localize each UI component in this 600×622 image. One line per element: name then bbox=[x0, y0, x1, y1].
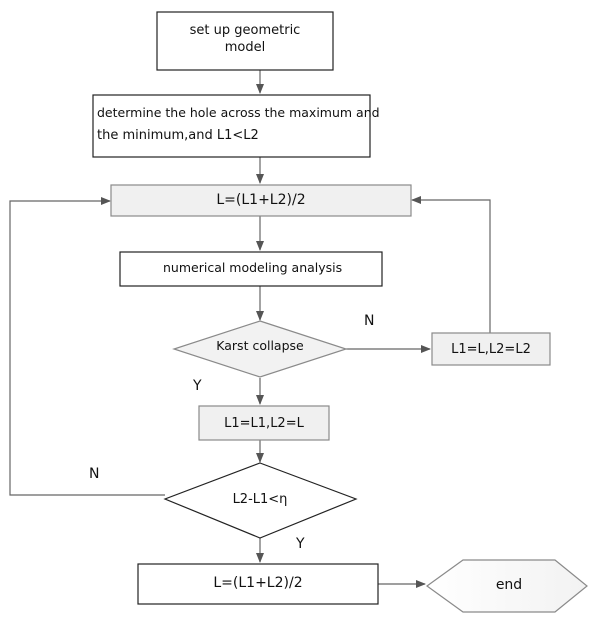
karst-decision bbox=[172, 320, 348, 378]
determine-box bbox=[92, 94, 371, 158]
setup-label-line1: set up geometric bbox=[189, 23, 301, 38]
mid1-box bbox=[110, 184, 412, 217]
setup-label-line2: model bbox=[224, 40, 266, 55]
end-terminator bbox=[425, 559, 588, 613]
mid2-box bbox=[137, 563, 379, 605]
update-yes-box bbox=[198, 405, 330, 441]
determine-label-line1: determine the hole across the maximum an… bbox=[97, 105, 380, 120]
mid1-label: L=(L1+L2)/2 bbox=[216, 192, 306, 208]
converge-no-label: N bbox=[89, 466, 100, 482]
karst-label: Karst collapse bbox=[216, 338, 304, 353]
setup-label: set up geometric model bbox=[157, 22, 333, 56]
determine-label-line2: the minimum,and L1<L2 bbox=[97, 128, 259, 143]
analysis-box bbox=[119, 251, 383, 287]
karst-yes-label: Y bbox=[193, 378, 202, 394]
converge-label: L2-L1<η bbox=[232, 492, 288, 507]
determine-label: determine the hole across the maximum an… bbox=[97, 104, 380, 144]
update-no-box bbox=[431, 332, 551, 366]
analysis-label: numerical modeling analysis bbox=[163, 260, 343, 275]
karst-no-label: N bbox=[364, 313, 375, 329]
end-label: end bbox=[495, 577, 523, 593]
update-yes-label: L1=L1,L2=L bbox=[224, 416, 304, 431]
converge-decision bbox=[163, 462, 358, 539]
converge-yes-label: Y bbox=[296, 536, 305, 552]
mid2-label: L=(L1+L2)/2 bbox=[213, 575, 303, 591]
arrow-update-no-to-mid1 bbox=[411, 196, 491, 333]
arrow-converge-no-to-mid1 bbox=[9, 197, 165, 496]
setup-box bbox=[156, 11, 334, 71]
update-no-label: L1=L,L2=L2 bbox=[451, 342, 531, 357]
